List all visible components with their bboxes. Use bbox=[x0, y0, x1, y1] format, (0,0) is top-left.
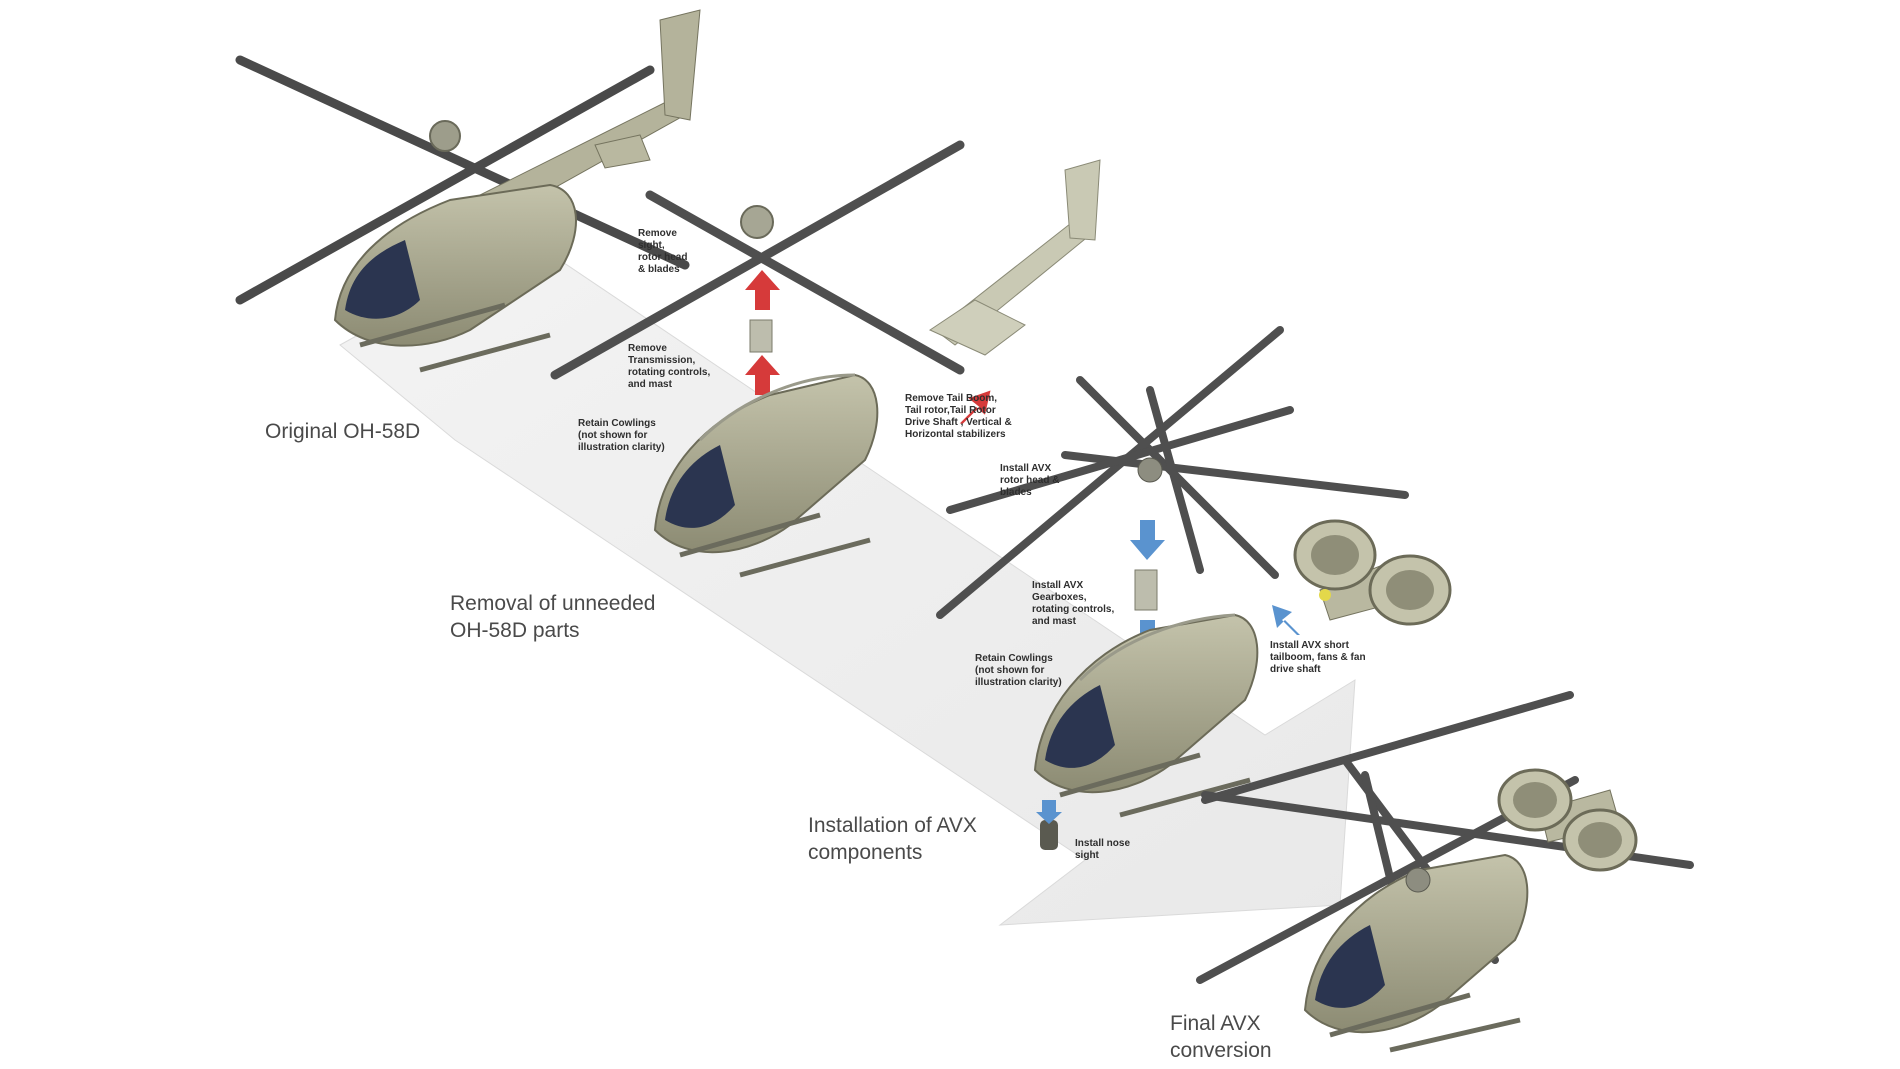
avx-coaxial-rotor bbox=[936, 326, 1409, 619]
helicopter-stripped bbox=[653, 373, 879, 578]
ducted-fan-icon bbox=[1293, 519, 1452, 626]
stage-label-removal: Removal of unneeded OH-58D parts bbox=[450, 592, 656, 642]
callout-remove-sight: Remove sight, rotor head & blades bbox=[638, 228, 688, 275]
callout-install-rotor: Install AVX rotor head & blades bbox=[1000, 463, 1060, 498]
helicopter-final bbox=[1196, 691, 1694, 1053]
helicopter-original bbox=[235, 9, 701, 373]
stage-label-original: Original OH-58D bbox=[265, 420, 421, 443]
arrow-icon-install-tailboom bbox=[1272, 605, 1300, 635]
stage-label-installation: Installation of AVX components bbox=[808, 814, 977, 864]
callout-remove-tail: Remove Tail Boom, Tail rotor,Tail Rotor … bbox=[905, 393, 1012, 440]
arrow-icon-remove-tail bbox=[959, 390, 991, 424]
arrow-icon-install-rotor bbox=[1130, 520, 1165, 560]
callout-install-gearbox: Install AVX Gearboxes, rotating controls… bbox=[1032, 580, 1115, 627]
removed-tail-boom bbox=[928, 159, 1101, 356]
helicopter-installing bbox=[1033, 613, 1259, 818]
arrow-icon-remove-transmission bbox=[745, 319, 780, 395]
callout-install-nose-sight: Install nose sight bbox=[1075, 838, 1131, 861]
callout-remove-transmission: Remove Transmission, rotating controls, … bbox=[628, 343, 711, 390]
callout-install-tailboom: Install AVX short tailboom, fans & fan d… bbox=[1270, 640, 1366, 675]
rotor-icon bbox=[936, 326, 1409, 619]
callout-retain-cowlings-2: Retain Cowlings (not shown for illustrat… bbox=[975, 653, 1062, 688]
callout-retain-cowlings-1: Retain Cowlings (not shown for illustrat… bbox=[578, 418, 665, 453]
rotor-icon bbox=[235, 55, 690, 305]
nose-sight bbox=[1036, 800, 1062, 850]
arrow-icon-remove-rotor bbox=[745, 270, 780, 310]
removed-rotor-assembly bbox=[550, 140, 965, 380]
stage-label-final: Final AVX conversion bbox=[1170, 1012, 1272, 1062]
rotor-icon bbox=[550, 140, 965, 380]
